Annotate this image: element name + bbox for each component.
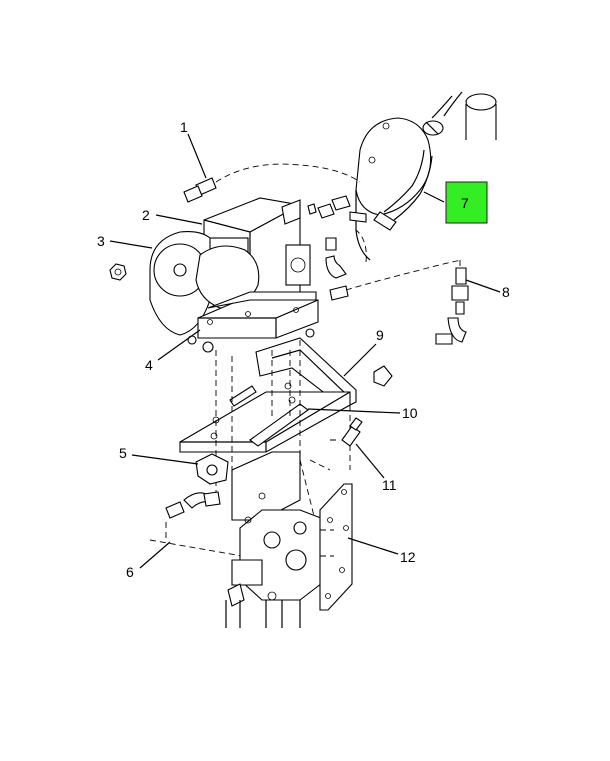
elbow-6 [165,491,221,519]
callout-8: 8 [502,284,510,300]
fitting-1 [183,163,361,203]
fitting-8 [435,260,469,345]
nut [109,263,127,281]
callout-7[interactable]: 7 [461,195,469,211]
callout-labels: 1 2 3 4 5 6 7 8 9 10 11 12 [97,119,510,580]
callout-11: 11 [382,477,397,493]
callout-6: 6 [126,564,134,580]
clip-5 [195,453,229,485]
fittings-tubes [307,195,463,301]
callout-5: 5 [119,445,127,461]
callout-10: 10 [402,405,418,421]
callout-12: 12 [400,549,416,565]
sensor-11 [341,417,363,447]
callout-2: 2 [142,207,150,223]
housing-plate [355,117,432,261]
callout-1: 1 [180,119,188,135]
cover-plate-12 [309,439,353,611]
callout-4: 4 [145,357,153,373]
bracket-3 [149,231,260,336]
pipe-tube [422,91,497,140]
lower-assembly [225,451,327,628]
mounting-plate-10 [179,382,351,453]
callout-9: 9 [376,327,384,343]
leader-lines [109,133,501,569]
callout-3: 3 [97,233,105,249]
base-plate-4 [197,291,319,339]
hose-7 [373,149,433,231]
highlight-box-7[interactable] [445,181,488,224]
